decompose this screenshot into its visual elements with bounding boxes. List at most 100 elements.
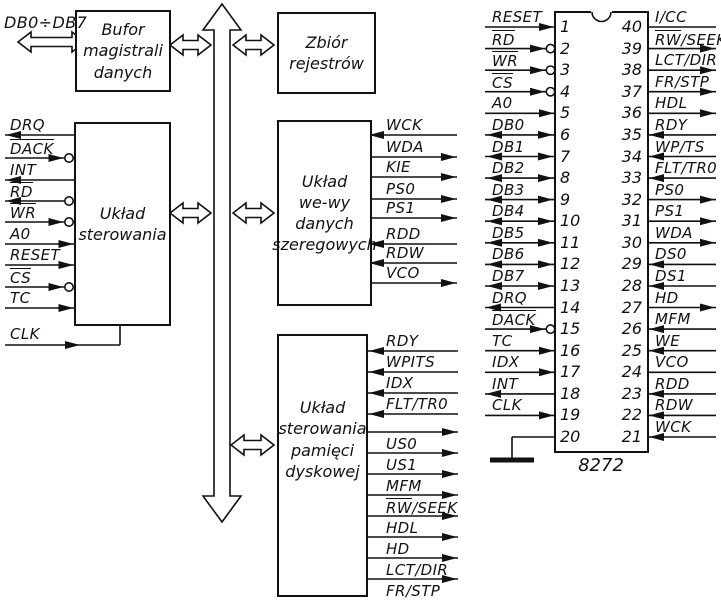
signal-label-hdl: HDL [386,519,419,537]
arrowhead-icon [487,152,502,161]
signal-label-int: INT [492,374,519,393]
signal-label-tc: TC [492,331,513,350]
arrowhead-icon [700,87,715,96]
pin-number: 9 [560,189,571,209]
signal-label-us0: US0 [386,435,418,453]
block-label-line: rejestrów [289,54,364,73]
signal-label-dack: DACK [492,310,536,330]
arrowhead-icon [649,433,664,441]
pin-number: 5 [560,103,571,123]
signal-label-hd: HD [386,540,410,558]
arrowhead-icon [530,87,545,96]
arrowhead-icon [487,238,502,247]
inversion-circle-icon [64,196,75,207]
signal-label-fr-stp: FR/STP [386,582,441,600]
arrowhead-icon [649,130,664,139]
arrowhead-icon [530,66,545,75]
signal-label-db6: DB6 [492,245,525,264]
arrowhead-icon [649,346,664,355]
arrowhead-icon [487,260,502,269]
pin-number: 27 [621,297,642,317]
pin-number: 3 [560,60,571,80]
block-bus-buffer: Bufor magistrali danych [75,10,171,92]
inversion-circle-icon [545,86,556,97]
pin-number: 25 [621,340,642,360]
signal-label-db7: DB7 [492,267,525,285]
signal-label-ds0: DS0 [655,245,687,264]
bus-connector-arrow [231,33,276,57]
signal-label-wda: WDA [655,223,693,242]
pin-number: 6 [560,124,571,144]
signal-label-rw-seek: RW/SEEK [386,498,458,517]
signal-label-drq: DRQ [10,116,45,134]
arrowhead-icon [369,240,384,248]
arrowhead-icon [487,217,502,226]
pin-number: 16 [560,340,581,360]
inversion-circle-icon [64,153,75,164]
signal-label-rd: RD [492,29,515,49]
signal-label-int: INT [10,161,37,179]
arrowhead-icon [441,279,456,287]
arrowhead-icon [538,195,553,204]
pin-number: 20 [560,427,581,446]
chip-body [554,11,649,453]
block-label-line: Układ [299,398,346,418]
signal-label-mfm: MFM [386,477,422,495]
arrowhead-icon [369,131,384,139]
signal-label-ps0: PS0 [655,180,685,199]
arrowhead-icon [369,410,384,418]
signal-label-ds1: DS1 [655,267,687,285]
arrowhead-icon [486,389,501,398]
pin-number: 7 [560,146,571,166]
signal-label-db0: DB0 [492,115,525,134]
pin-number: 32 [621,189,642,209]
signal-label-flt-tr0: FLT/TR0 [655,159,718,178]
arrowhead-icon [441,195,456,203]
arrowhead-icon [649,282,664,290]
block-label-line: Układ [301,171,348,191]
inversion-circle-icon [64,281,75,292]
pin-number: 13 [560,276,581,295]
bus-connector-arrow [231,201,276,225]
block-label-line: danych [295,214,354,233]
pin-number: 24 [621,362,642,382]
pin-number: 11 [560,232,581,252]
pin-number: 14 [560,297,581,317]
signal-label-wp-ts: WP/TS [655,137,705,156]
pin-number: 29 [621,254,642,274]
signal-label-rdw: RDW [655,396,694,415]
arrowhead-icon [539,109,554,118]
bus-connector-arrow [168,33,213,57]
pin-number: 8 [560,168,571,188]
block-label-line: Układ [99,203,146,223]
signal-label-tc: TC [10,289,31,307]
signal-label-db2: DB2 [492,159,525,178]
pin-number: 39 [621,38,642,58]
signal-label-i-cc: I/CC [655,8,688,26]
arrowhead-icon [700,195,715,204]
signal-label-kie: KIE [386,158,411,176]
block-label-line: Zbiór [305,32,348,52]
signal-label-cs: CS [10,268,32,287]
signal-label-rdd: RDD [386,225,421,243]
arrowhead-icon [441,214,456,222]
arrowhead-icon [700,44,715,53]
arrowhead-icon [539,23,554,31]
signal-label-wda: WDA [386,138,424,156]
signal-label-rdw: RDW [386,244,425,262]
arrowhead-icon [700,238,715,247]
block-control-unit: Układ sterowania [74,122,171,326]
bus-connector-arrow [168,201,213,225]
signal-label-idx: IDX [492,353,520,372]
pin-number: 2 [560,38,571,58]
signal-label-rd: RD [10,182,33,201]
chip-notch-icon [591,11,612,23]
arrowhead-icon [65,341,80,349]
signal-label-wck: WCK [655,418,692,436]
pin-number: 26 [621,319,642,339]
block-label-line: Bufor [101,20,145,40]
arrowhead-icon [487,282,502,290]
arrowhead-icon [442,512,457,520]
